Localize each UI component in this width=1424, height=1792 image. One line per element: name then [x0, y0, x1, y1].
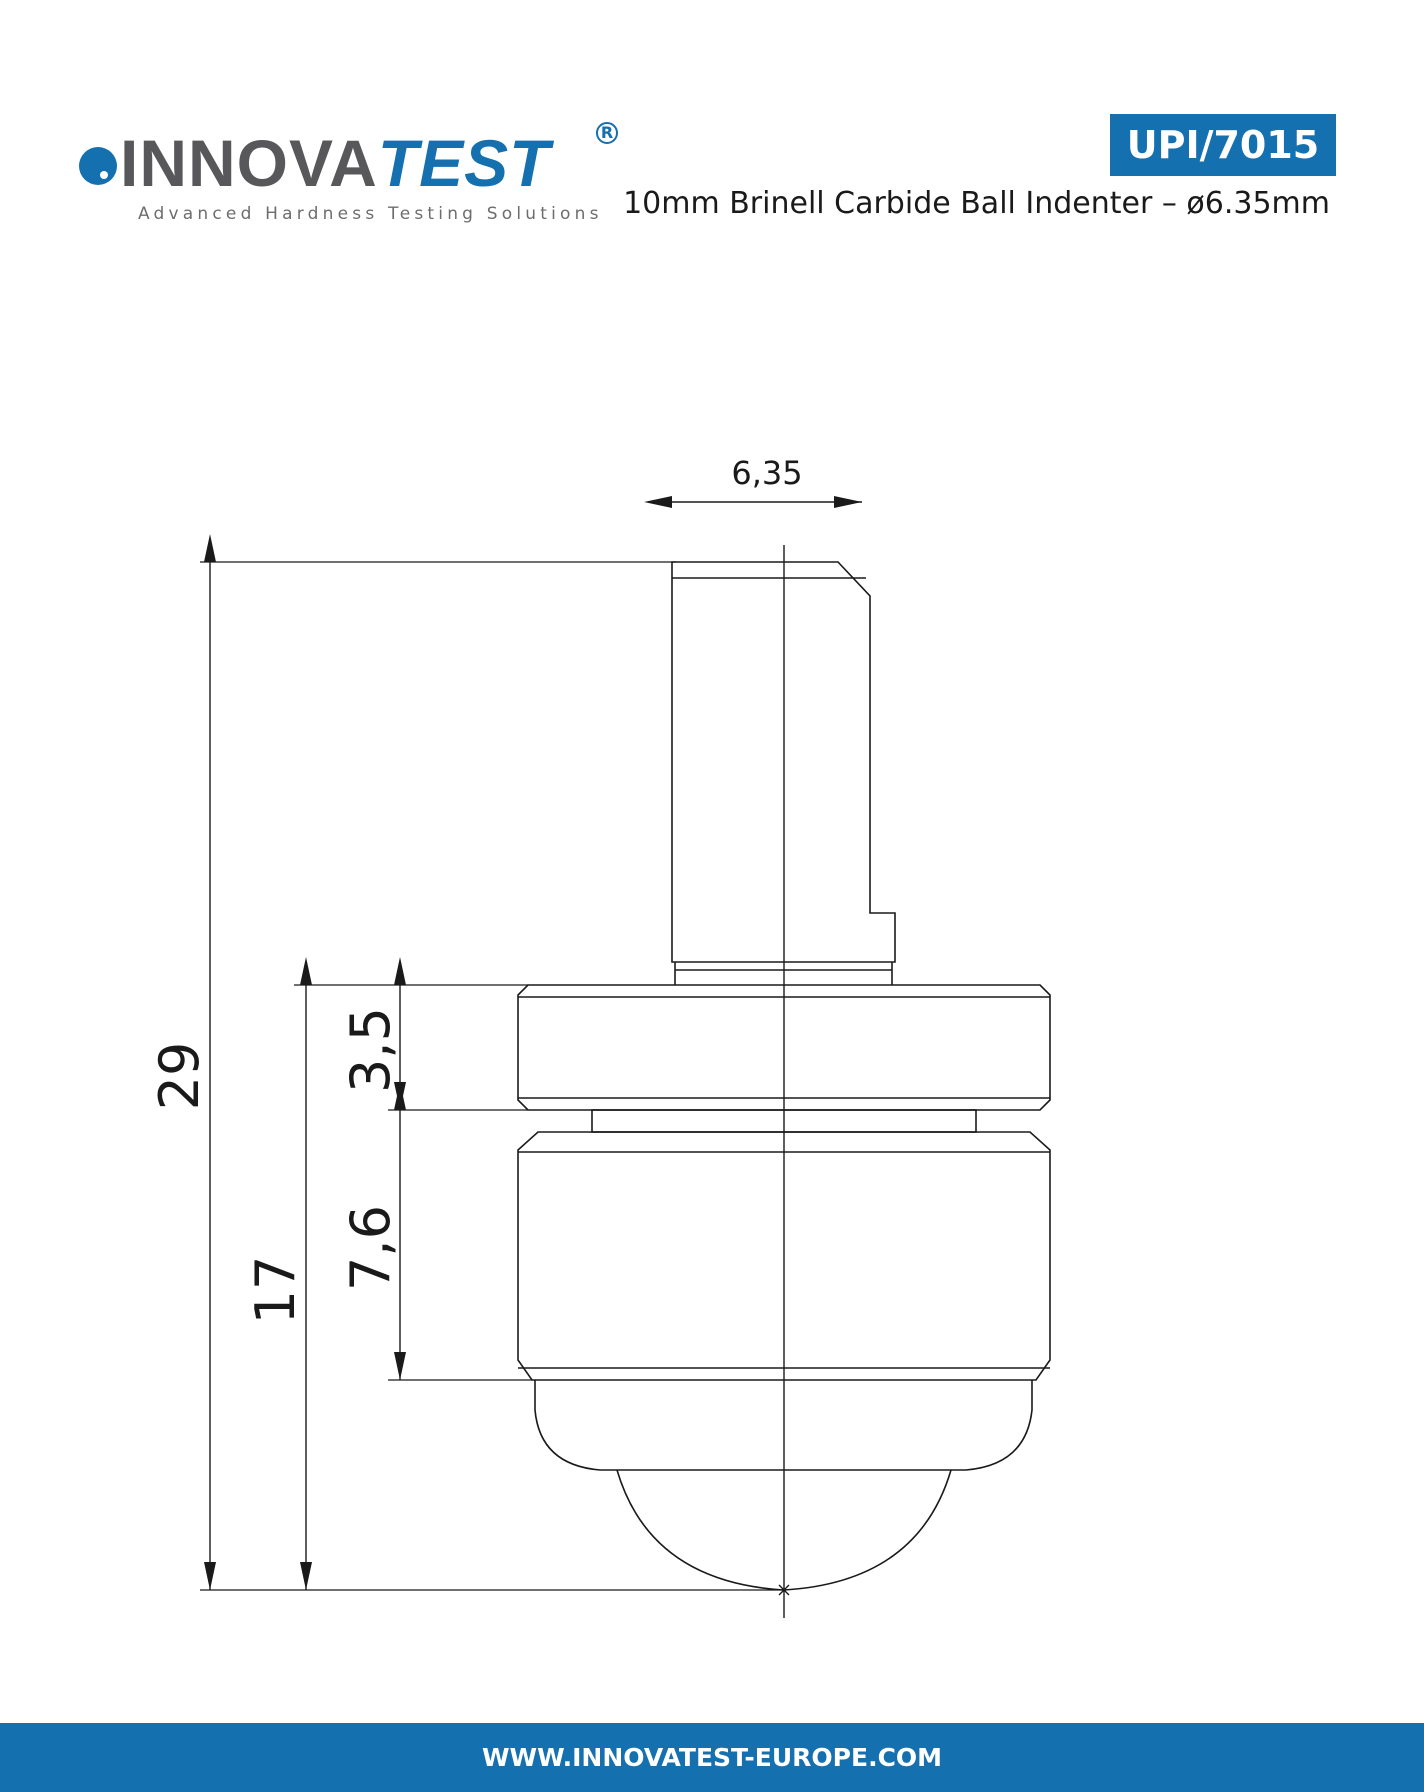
dim-top-width-label: 6,35 — [731, 454, 802, 492]
upper-collar-outline — [517, 984, 1051, 1111]
logo-tagline: Advanced Hardness Testing Solutions — [138, 204, 603, 224]
product-code-badge: UPI/7015 — [1110, 114, 1336, 176]
lower-collar-outline — [517, 1131, 1051, 1381]
registered-mark: R — [596, 122, 618, 144]
logo-wordmark-part1: INNOVA — [120, 126, 378, 200]
product-title: 10mm Brinell Carbide Ball Indenter – ø6.… — [623, 186, 1330, 221]
extension-lines — [200, 561, 784, 1591]
dimension-lines — [204, 496, 862, 1590]
logo-wordmark: INNOVATEST — [120, 130, 550, 196]
footer-bar: WWW.INNOVATEST-EUROPE.COM — [0, 1723, 1424, 1792]
dim-body-height-label: 17 — [244, 1256, 307, 1325]
ball-holder-outline — [534, 1380, 1033, 1471]
dim-overall-height-label: 29 — [148, 1042, 211, 1111]
dim-upper-collar-label: 3,5 — [339, 1007, 402, 1093]
shank-outline — [671, 561, 896, 963]
footer-website-link[interactable]: WWW.INNOVATEST-EUROPE.COM — [481, 1743, 943, 1772]
logo-wordmark-part2: TEST — [377, 126, 551, 200]
technical-drawing: 6,35 29 17 3,5 7,6 — [148, 454, 1051, 1618]
company-logo: INNOVATEST R Advanced Hardness Testing S… — [76, 122, 636, 230]
logo-dot-icon — [79, 147, 117, 185]
dim-lower-collar-label: 7,6 — [339, 1205, 402, 1291]
